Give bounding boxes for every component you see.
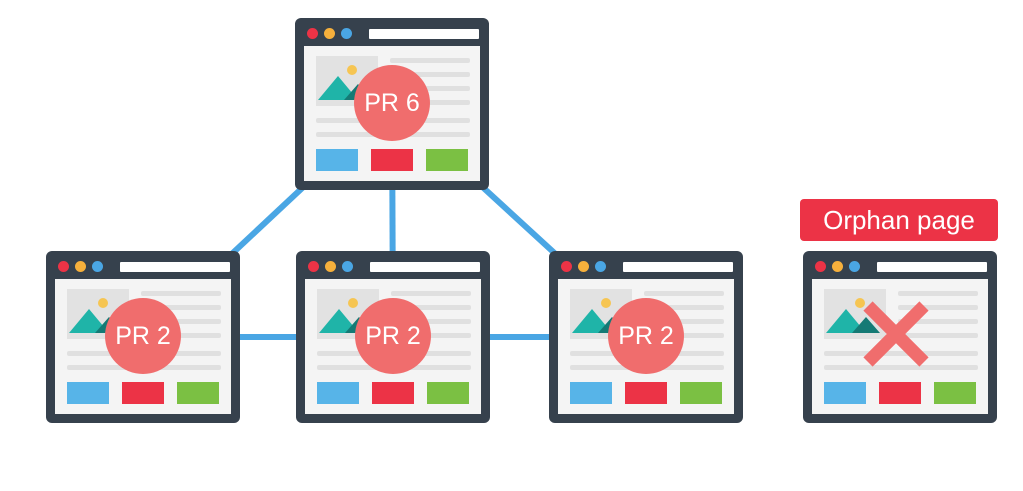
address-bar (623, 262, 733, 272)
minimize-dot-icon (325, 261, 336, 272)
green-button (427, 382, 469, 404)
text-line (644, 319, 724, 324)
green-button (177, 382, 219, 404)
browser-window-middle: PR 2 (296, 251, 490, 423)
text-line (898, 333, 978, 338)
red-button (625, 382, 667, 404)
close-dot-icon (58, 261, 69, 272)
address-bar (877, 262, 987, 272)
text-line (141, 319, 221, 324)
address-bar (120, 262, 230, 272)
text-line (141, 333, 221, 338)
text-line (141, 305, 221, 310)
text-line (898, 291, 978, 296)
green-button (426, 149, 468, 171)
browser-window-orphan (803, 251, 997, 423)
close-dot-icon (561, 261, 572, 272)
text-line (824, 351, 978, 356)
maximize-dot-icon (92, 261, 103, 272)
maximize-dot-icon (849, 261, 860, 272)
text-line (898, 305, 978, 310)
red-button (371, 149, 413, 171)
minimize-dot-icon (832, 261, 843, 272)
close-dot-icon (815, 261, 826, 272)
minimize-dot-icon (324, 28, 335, 39)
minimize-dot-icon (75, 261, 86, 272)
text-line (141, 291, 221, 296)
address-bar (369, 29, 479, 39)
text-line (644, 305, 724, 310)
maximize-dot-icon (595, 261, 606, 272)
text-line (391, 305, 471, 310)
browser-window-right: PR 2 (549, 251, 743, 423)
text-line (390, 86, 470, 91)
red-button (372, 382, 414, 404)
cross-icon (858, 296, 934, 372)
text-line (898, 319, 978, 324)
text-line (644, 291, 724, 296)
pagerank-badge: PR 2 (355, 298, 431, 374)
browser-window-top: PR 6 (295, 18, 489, 190)
text-line (824, 365, 978, 370)
green-button (680, 382, 722, 404)
text-line (390, 72, 470, 77)
green-button (934, 382, 976, 404)
maximize-dot-icon (341, 28, 352, 39)
blue-button (570, 382, 612, 404)
minimize-dot-icon (578, 261, 589, 272)
red-button (122, 382, 164, 404)
orphan-page-label: Orphan page (800, 199, 998, 241)
close-dot-icon (308, 261, 319, 272)
text-line (390, 58, 470, 63)
blue-button (824, 382, 866, 404)
red-button (879, 382, 921, 404)
text-line (644, 333, 724, 338)
browser-window-left: PR 2 (46, 251, 240, 423)
maximize-dot-icon (342, 261, 353, 272)
pagerank-badge: PR 2 (105, 298, 181, 374)
text-line (391, 291, 471, 296)
close-dot-icon (307, 28, 318, 39)
blue-button (316, 149, 358, 171)
text-line (390, 100, 470, 105)
pagerank-badge: PR 6 (354, 65, 430, 141)
blue-button (317, 382, 359, 404)
pagerank-badge: PR 2 (608, 298, 684, 374)
address-bar (370, 262, 480, 272)
text-line (391, 333, 471, 338)
blue-button (67, 382, 109, 404)
text-line (391, 319, 471, 324)
